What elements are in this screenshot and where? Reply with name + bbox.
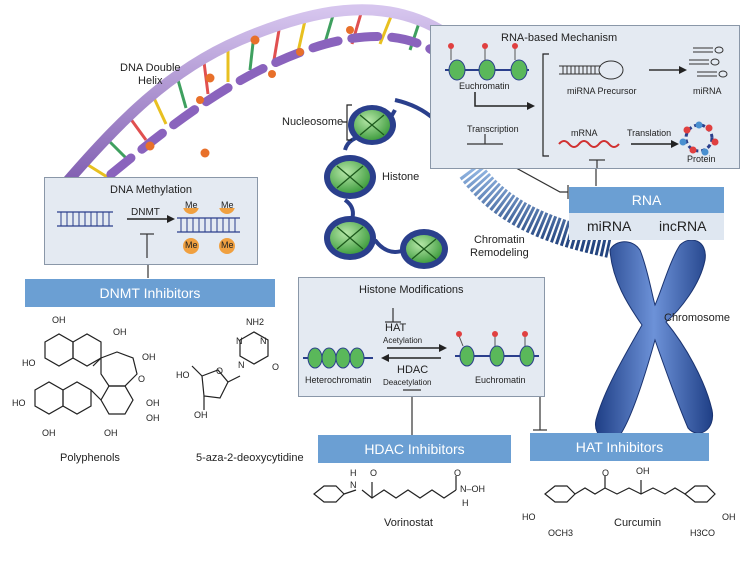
heterochromatin-label: Heterochromatin [305,375,372,385]
rna-type-incrna: incRNA [659,218,707,234]
atom-n: N [350,480,357,490]
atom-n: N [260,336,267,346]
atom-ho: HO [522,512,536,522]
dnmt-inhibitors-label: DNMT Inhibitors [99,285,201,301]
rna-title-bar: RNA [569,187,724,213]
rna-bar: RNA miRNA incRNA [569,187,724,240]
nucleosome-bracket [342,104,352,141]
acetylation-label: Acetylation [383,336,423,345]
nucleosome [324,155,376,199]
rna-graphic [445,43,728,168]
nucleosome-label: Nucleosome [282,116,344,128]
atom-oh: OH [113,327,127,337]
atom-h: H [462,498,469,508]
mrna-label: mRNA [571,128,598,138]
aza-structure [191,331,269,410]
atom-h3co: H3CO [690,528,716,538]
atom-n-oh: N–OH [460,484,486,494]
euchromatin-label: Euchromatin [475,375,526,385]
nucleosome [348,105,396,145]
atom-oh: OH [146,398,160,408]
polyphenols-label: Polyphenols [60,452,120,464]
nucleosome-group [324,105,448,269]
curcumin-structure [544,476,716,503]
chromosome-label: Chromosome [664,312,731,324]
atom-o: O [602,468,610,478]
rna-mechanism-title: RNA-based Mechanism [501,32,618,44]
dna-methylation-panel: DNA Methylation DNMT Me Me Me Me [44,177,258,265]
rna-title: RNA [631,192,662,208]
atom-o: O [272,362,280,372]
dna-methylation-title: DNA Methylation [110,184,192,196]
atom-oh: OH [194,410,208,420]
vorinostat-structure [313,476,457,503]
methyl-group-label: Me [221,240,234,250]
mirna-label: miRNA [693,86,722,96]
hdac-inhibitors-bar: HDAC Inhibitors [318,435,511,463]
chromatin-remodeling-label: Chromatin Remodeling [470,234,529,259]
translation-label: Translation [627,128,672,138]
methyl-group-label: Me [185,240,198,250]
dnmt-inhibitors-bar: DNMT Inhibitors [25,279,275,307]
atom-n: N [238,360,245,370]
chromosome [595,239,714,441]
aza-label: 5-aza-2-deoxycytidine [196,452,304,464]
atom-oh: OH [142,352,156,362]
chromatin-fiber [459,161,613,258]
hat-inhibitors-bar: HAT Inhibitors [530,433,709,461]
nucleosome [400,229,448,269]
methylation-graphic [57,208,240,258]
atom-och3: OCH3 [548,528,574,538]
hat-label: HAT [385,322,407,334]
atom-o: O [138,374,146,384]
curcumin-label: Curcumin [614,517,662,529]
atom-oh: OH [636,466,650,476]
protein-label: Protein [687,154,716,164]
rna-type-mirna: miRNA [587,218,632,234]
atom-o: O [370,468,378,478]
rna-mechanism-panel: RNA-based Mechanism [430,25,740,169]
histone-modifications-panel: Histone Modifications HAT Acetylation HD… [298,277,545,397]
atom-nh2: NH2 [246,317,265,327]
hdac-label: HDAC [397,364,429,376]
histone-graphic [303,308,539,391]
atom-oh: OH [104,428,118,438]
dnmt-enzyme-label: DNMT [131,207,160,218]
deacetylation-label: Deacetylation [383,378,432,387]
atom-oh: OH [52,315,66,325]
atom-oh: OH [42,428,56,438]
hat-inhibitors-label: HAT Inhibitors [575,439,664,455]
atom-o: O [454,468,462,478]
atom-oh: OH [146,413,160,423]
methyl-group-label: Me [185,200,198,210]
hdac-inhibitors-label: HDAC Inhibitors [364,441,465,457]
nucleosome [324,216,376,260]
histone-modifications-title: Histone Modifications [359,284,464,296]
atom-o: O [216,366,224,376]
atom-ho: HO [22,358,36,368]
histone-label: Histone [382,171,420,183]
atom-oh: OH [722,512,736,522]
transcription-label: Transcription [467,124,519,134]
euchromatin-label: Euchromatin [459,81,510,91]
dna-double-helix [54,4,446,205]
vorinostat-label: Vorinostat [384,517,433,529]
atom-ho: HO [12,398,26,408]
dna-double-helix-label: DNA Double Helix [120,62,181,87]
methyl-group-label: Me [221,200,234,210]
atom-h: H [350,468,357,478]
polyphenols-structure [34,333,138,415]
mirna-precursor-label: miRNA Precursor [567,86,637,96]
atom-ho: HO [176,370,190,380]
atom-n: N [236,336,243,346]
